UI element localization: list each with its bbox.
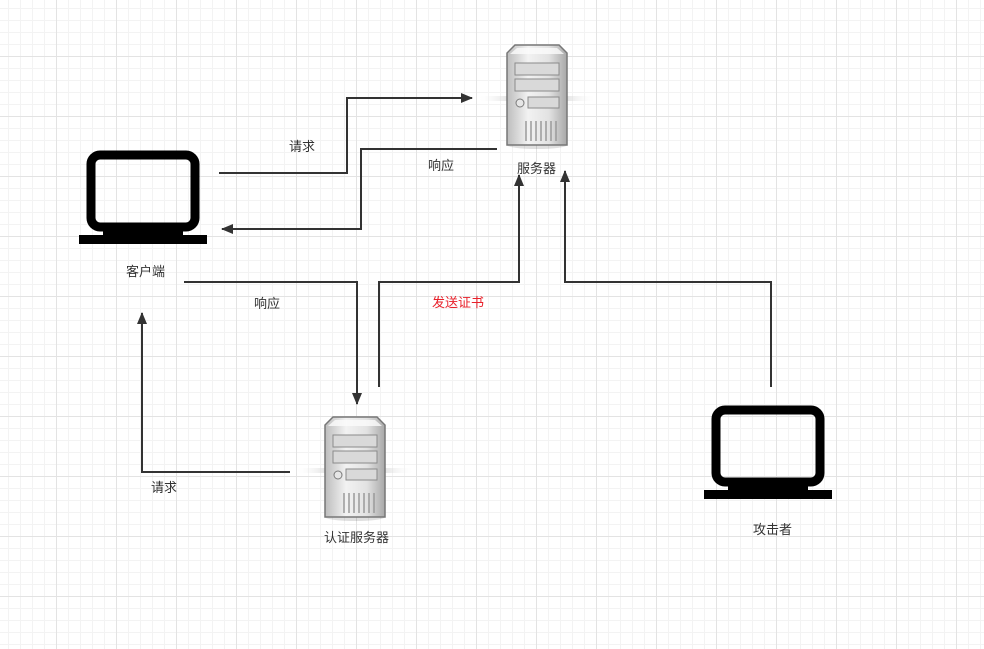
attacker-label: 攻击者	[753, 523, 793, 538]
edge-auth-server-to-client	[137, 312, 290, 473]
auth-server-label: 认证服务器	[324, 531, 390, 546]
auth-server-icon	[294, 416, 416, 522]
edge-label-client-to-server: 请求	[289, 140, 316, 155]
server-label: 服务器	[517, 162, 557, 177]
client-laptop-icon	[79, 155, 207, 244]
edge-label-server-to-client: 响应	[428, 159, 455, 174]
edge-label-auth-to-client: 请求	[151, 481, 178, 496]
edge-label-client-to-auth: 响应	[254, 297, 281, 312]
edge-auth-server-to-server	[378, 174, 524, 387]
attacker-laptop-icon	[704, 410, 832, 499]
client-label: 客户端	[126, 265, 166, 280]
edge-client-to-server	[219, 93, 473, 174]
edge-client-to-auth-server	[184, 281, 362, 405]
edge-label-send-certificate: 发送证书	[432, 296, 485, 311]
edge-attacker-to-server	[560, 170, 772, 387]
edge-server-to-client	[221, 148, 497, 234]
server-icon	[476, 44, 598, 150]
